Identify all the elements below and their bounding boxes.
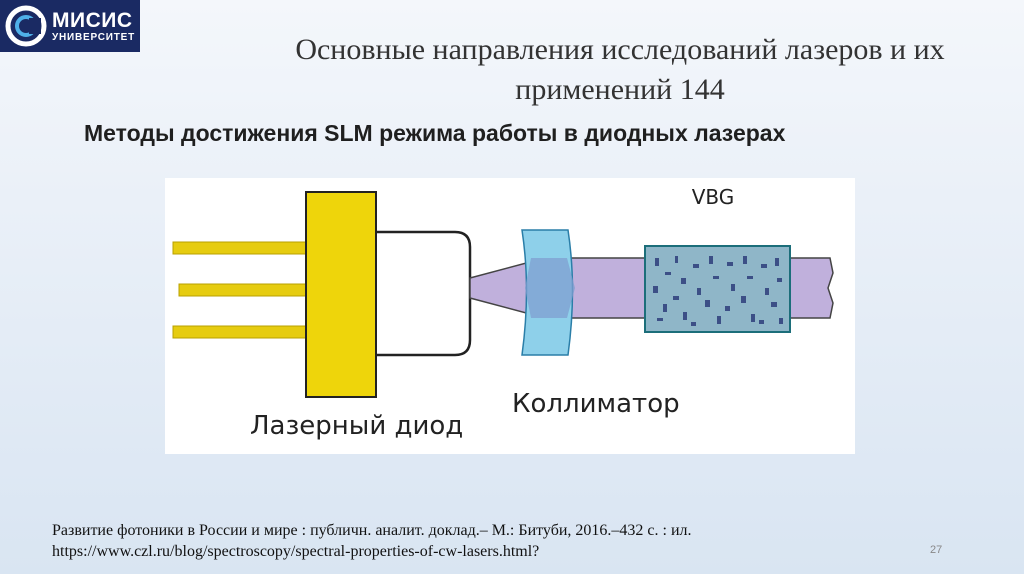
logo-subtitle: УНИВЕРСИТЕТ bbox=[52, 31, 136, 43]
diode-flange bbox=[305, 191, 377, 398]
slide-subtitle: Методы достижения SLM режима работы в ди… bbox=[84, 120, 786, 146]
source-url: https://www.czl.ru/blog/spectroscopy/spe… bbox=[52, 543, 540, 560]
source-footer: Развитие фотоники в России и мире : публ… bbox=[52, 520, 902, 562]
slide-title-line-2: применений 144 bbox=[515, 73, 725, 106]
diode-pin-top bbox=[172, 241, 307, 255]
laser-setup-diagram: VBG Коллиматор Лазерный диод bbox=[165, 178, 855, 454]
slide-title: Основные направления исследований лазеро… bbox=[200, 30, 1024, 110]
laser-diode-label: Лазерный диод bbox=[250, 411, 463, 441]
logo-text: МИСИС УНИВЕРСИТЕТ bbox=[52, 10, 135, 43]
misis-logo-icon bbox=[5, 5, 47, 47]
page-number: 27 bbox=[930, 544, 943, 556]
vbg-grating bbox=[644, 245, 791, 333]
logo-name: МИСИС bbox=[52, 8, 133, 32]
collimator-beam-overlap bbox=[525, 258, 575, 318]
university-logo: МИСИС УНИВЕРСИТЕТ bbox=[0, 0, 140, 52]
diode-pin-bottom bbox=[172, 325, 307, 339]
slide-title-line-1: Основные направления исследований лазеро… bbox=[295, 33, 945, 66]
vbg-label: VBG bbox=[692, 185, 735, 209]
diode-cap bbox=[373, 230, 472, 357]
source-citation: Развитие фотоники в России и мире : публ… bbox=[52, 522, 692, 539]
diode-pin-middle bbox=[178, 283, 307, 297]
collimator-label: Коллиматор bbox=[512, 389, 680, 419]
